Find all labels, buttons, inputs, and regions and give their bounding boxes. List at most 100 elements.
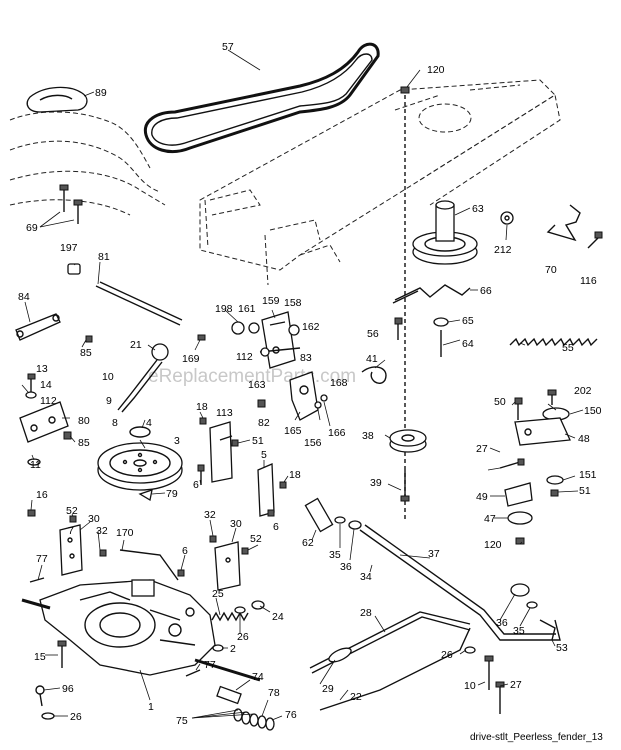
label-89: 89 <box>95 87 107 99</box>
label-6-mid: 6 <box>273 521 279 533</box>
label-15: 15 <box>34 651 46 663</box>
label-112-left: 112 <box>40 395 57 407</box>
label-34: 34 <box>360 571 372 583</box>
label-48: 48 <box>578 433 590 445</box>
label-170: 170 <box>116 527 134 539</box>
label-53: 53 <box>556 642 568 654</box>
label-74: 74 <box>252 671 264 683</box>
part-85-nut-a <box>85 335 93 343</box>
label-37: 37 <box>428 548 440 560</box>
label-1: 1 <box>148 701 154 713</box>
part-85-nut-b <box>63 431 72 440</box>
part-10-bolt <box>484 655 494 690</box>
part-29-grip <box>328 647 352 663</box>
part-77-pin-b <box>185 669 201 677</box>
part-170-rod <box>119 549 179 581</box>
label-38: 38 <box>362 430 374 442</box>
part-65-washer <box>433 317 449 327</box>
part-18-bolt-b <box>279 481 287 489</box>
label-52-right: 52 <box>250 533 262 545</box>
part-26-washer-a <box>234 606 246 614</box>
label-161: 161 <box>238 303 256 315</box>
label-79: 79 <box>166 488 178 500</box>
label-75: 75 <box>176 715 188 727</box>
part-120-nut-bottom <box>515 537 525 545</box>
label-5: 5 <box>261 449 267 461</box>
part-27-bolt-b <box>495 681 505 714</box>
label-70: 70 <box>545 264 557 276</box>
part-labels: 57 120 89 63 212 69 70 116 197 81 66 84 … <box>18 41 602 727</box>
part-212-bushing <box>500 211 514 225</box>
label-64: 64 <box>462 338 474 350</box>
part-14-washer <box>25 391 37 399</box>
part-6-bolt-b <box>267 509 275 517</box>
part-37-rod <box>359 524 561 641</box>
part-36-bushing-b <box>510 583 530 597</box>
part-51-nut-b <box>550 489 559 497</box>
part-2-washer <box>212 644 224 652</box>
part-84-link <box>15 313 61 341</box>
part-24-nut <box>251 600 265 610</box>
part-75-washers <box>233 708 259 727</box>
label-6-upper: 6 <box>193 479 199 491</box>
label-32-right: 32 <box>204 509 216 521</box>
label-168: 168 <box>330 377 348 389</box>
label-150: 150 <box>584 405 602 417</box>
label-26-right: 26 <box>441 649 453 661</box>
label-113: 113 <box>216 407 233 419</box>
label-29: 29 <box>322 683 334 695</box>
part-41-hook <box>361 366 387 384</box>
label-52: 52 <box>66 505 78 517</box>
part-79-fan-clip <box>138 489 153 502</box>
label-50: 50 <box>494 396 506 408</box>
label-151: 151 <box>579 469 597 481</box>
label-65: 65 <box>462 315 474 327</box>
label-3: 3 <box>174 435 180 447</box>
label-27: 27 <box>476 443 488 455</box>
label-198: 198 <box>215 303 233 315</box>
part-53-clip <box>539 619 556 641</box>
part-25-spring <box>211 611 249 622</box>
label-51: 51 <box>252 435 264 447</box>
label-57: 57 <box>222 41 234 53</box>
part-30-bracket-b <box>214 541 241 591</box>
label-81: 81 <box>98 251 110 263</box>
label-26-lower: 26 <box>70 711 82 723</box>
label-22: 22 <box>350 691 362 703</box>
label-66: 66 <box>480 285 492 297</box>
part-5-bracket <box>257 463 275 517</box>
label-120: 120 <box>427 64 445 76</box>
part-10-lever <box>117 359 163 413</box>
label-85: 85 <box>80 347 92 359</box>
part-1-transaxle <box>21 579 261 682</box>
label-83: 83 <box>300 352 312 364</box>
part-169-bolt <box>197 334 206 341</box>
label-2: 2 <box>230 643 236 655</box>
label-39: 39 <box>370 477 382 489</box>
label-32: 32 <box>96 525 108 537</box>
label-77-lower: 77 <box>204 659 216 671</box>
label-82: 82 <box>258 417 270 429</box>
part-78-ring <box>257 715 267 729</box>
part-13-bolt <box>27 373 36 392</box>
tractor-frame <box>199 79 561 286</box>
label-78: 78 <box>268 687 280 699</box>
label-112: 112 <box>236 351 253 363</box>
part-15-bolt <box>57 640 67 668</box>
label-165: 165 <box>284 425 302 437</box>
part-66-idler-bracket <box>392 284 471 304</box>
part-48-idler-bracket <box>514 417 571 446</box>
label-41: 41 <box>366 353 378 365</box>
label-62: 62 <box>302 537 314 549</box>
label-166: 166 <box>328 427 346 439</box>
part-82-bolt <box>257 399 266 408</box>
part-28-rod <box>309 611 471 674</box>
part-35-washer-b <box>526 601 538 609</box>
label-120-lower: 120 <box>484 539 502 551</box>
label-69: 69 <box>26 222 38 234</box>
label-18-top: 18 <box>196 401 208 413</box>
part-35-washer-a <box>334 516 346 524</box>
part-56-bolt <box>394 317 403 340</box>
part-38-idler-pulley <box>389 429 427 453</box>
part-26-washer-c <box>41 712 55 720</box>
